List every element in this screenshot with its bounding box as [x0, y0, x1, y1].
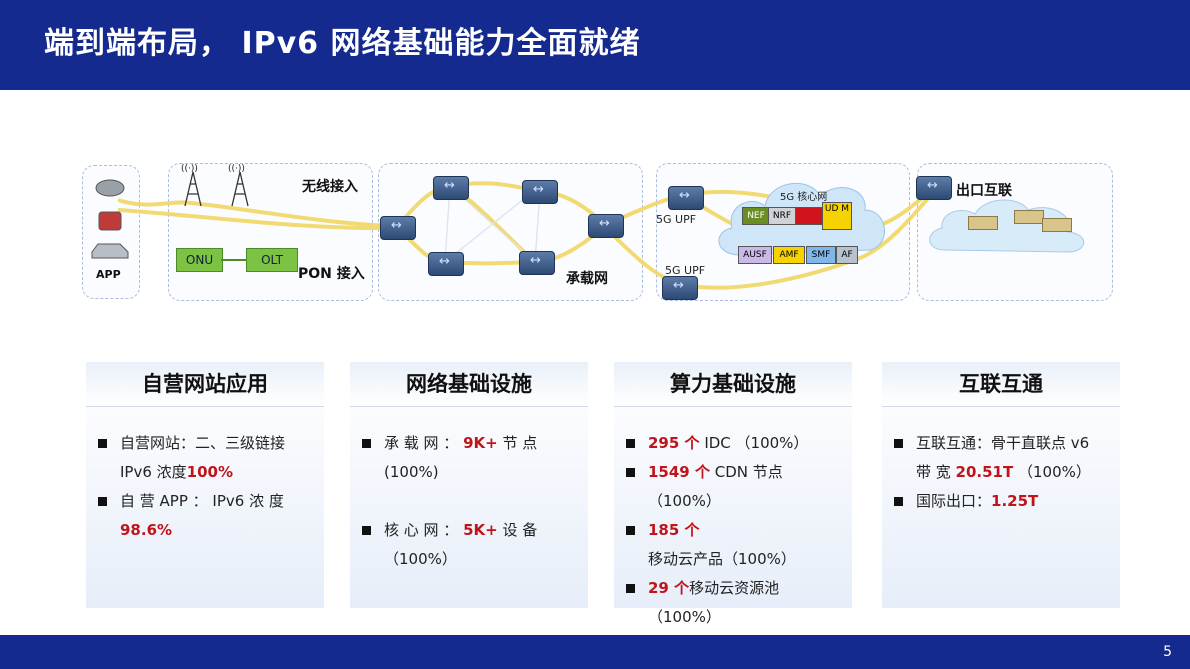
app-label: APP [96, 268, 121, 281]
bullet-text: 自营网站：二、三级链接 IPv6 浓度 [120, 434, 286, 481]
router-icon [519, 251, 555, 275]
bullet-icon [626, 584, 635, 593]
bullet-icon [894, 439, 903, 448]
wireless-label: 无线接入 [302, 179, 358, 195]
bullet-icon [362, 439, 371, 448]
bullet-value: 185 个 [648, 521, 700, 539]
bullet-value: 5K+ [463, 521, 498, 539]
router-icon [433, 176, 469, 200]
server-icon [968, 216, 998, 230]
router-icon [662, 276, 698, 300]
bullet-text: 核 心 网 ： [384, 521, 464, 539]
list-item: 核 心 网 ： 5K+ 设 备 （100%） [362, 516, 576, 574]
bullet-text: CDN 节点 （100%） [648, 463, 783, 510]
card-title: 网络基础设施 [350, 362, 588, 407]
router-icon [916, 176, 952, 200]
onu-box: ONU [176, 248, 223, 272]
bullet-value: 9K+ [463, 434, 498, 452]
header-bar: 端到端布局， IPv6 网络基础能力全面就绪 [0, 0, 1190, 90]
bullet-text: （100%） [1013, 463, 1091, 481]
list-item: 互联互通：骨干直联点 v6 带 宽 20.51T （100%） [894, 429, 1108, 487]
bullet-text: 节 点 (100%) [384, 434, 538, 481]
list-item: 自 营 APP ： IPv6 浓 度 98.6% [98, 487, 312, 545]
list-item: 295 个 IDC （100%） [626, 429, 840, 458]
bullet-value: 98.6% [120, 521, 173, 539]
smf-box: SMF [806, 246, 836, 264]
router-icon [428, 252, 464, 276]
bullet-icon [626, 439, 635, 448]
router-icon [588, 214, 624, 238]
list-item: 185 个移动云产品（100%） [626, 516, 840, 574]
bullet-text: 国际出口： [916, 492, 992, 510]
bullet-icon [894, 497, 903, 506]
bullet-text: 设 备 （100%） [384, 521, 538, 568]
footer-bar: 5 [0, 635, 1190, 669]
bullet-text: 移动云资源池 （100%） [648, 579, 780, 626]
nrf-box: NRF [768, 207, 796, 225]
nef-box: NEF [742, 207, 770, 225]
card-title: 互联互通 [882, 362, 1120, 407]
pon-label: PON 接入 [298, 266, 365, 282]
router-icon [380, 216, 416, 240]
upf-bottom-label: 5G UPF [665, 264, 706, 277]
bullet-icon [626, 468, 635, 477]
bullet-value: 1.25T [991, 492, 1039, 510]
bullet-text: 互联互通：骨干直联点 v6 带 宽 [916, 434, 1090, 481]
list-item: 国际出口：1.25T [894, 487, 1108, 516]
card-compute-infra: 算力基础设施 295 个 IDC （100%） 1549 个 CDN 节点 （1… [614, 362, 852, 626]
bullet-icon [98, 497, 107, 506]
access-zone [168, 163, 373, 301]
list-item: 1549 个 CDN 节点 （100%） [626, 458, 840, 516]
bullet-value: 295 个 [648, 434, 700, 452]
bearer-label: 承载网 [566, 271, 608, 287]
core-label: 5G 核心网 [780, 192, 828, 203]
bullet-text: 移动云产品（100%） [648, 550, 796, 568]
page-number: 5 [1163, 644, 1172, 660]
bullet-icon [98, 439, 107, 448]
list-item: 承 载 网 ： 9K+ 节 点 (100%) [362, 429, 576, 487]
bullet-text: IDC （100%） [699, 434, 809, 452]
amf-box: AMF [773, 246, 805, 264]
bullet-value: 100% [186, 463, 234, 481]
nf-red-box [795, 207, 823, 225]
ausf-box: AUSF [738, 246, 772, 264]
router-icon [522, 180, 558, 204]
card-network-infra: 网络基础设施 承 载 网 ： 9K+ 节 点 (100%) 核 心 网 ： 5K… [350, 362, 588, 608]
bullet-text: 承 载 网 ： [384, 434, 464, 452]
card-title: 算力基础设施 [614, 362, 852, 407]
bullet-value: 20.51T [955, 463, 1014, 481]
list-item: 自营网站：二、三级链接 IPv6 浓度100% [98, 429, 312, 487]
af-box: AF [836, 246, 858, 264]
router-icon [668, 186, 704, 210]
upf-top-label: 5G UPF [656, 213, 697, 226]
antenna-icon: ((·)) [228, 164, 245, 174]
card-website-apps: 自营网站应用 自营网站：二、三级链接 IPv6 浓度100% 自 营 APP ：… [86, 362, 324, 608]
onu-olt-link [221, 259, 246, 261]
bullet-text: 自 营 APP ： IPv6 浓 度 [120, 492, 284, 510]
bullet-value: 29 个 [648, 579, 690, 597]
page-title: 端到端布局， IPv6 网络基础能力全面就绪 [44, 26, 641, 61]
card-title: 自营网站应用 [86, 362, 324, 407]
list-item: 29 个移动云资源池 （100%） [626, 574, 840, 632]
olt-box: OLT [246, 248, 298, 272]
exit-label: 出口互联 [956, 183, 1012, 199]
server-icon [1014, 210, 1044, 224]
card-interconnect: 互联互通 互联互通：骨干直联点 v6 带 宽 20.51T （100%） 国际出… [882, 362, 1120, 608]
udm-box: UD M [822, 202, 852, 230]
server-icon [1042, 218, 1072, 232]
bullet-icon [626, 526, 635, 535]
bullet-icon [362, 526, 371, 535]
bullet-value: 1549 个 [648, 463, 710, 481]
antenna-icon: ((·)) [181, 164, 198, 174]
